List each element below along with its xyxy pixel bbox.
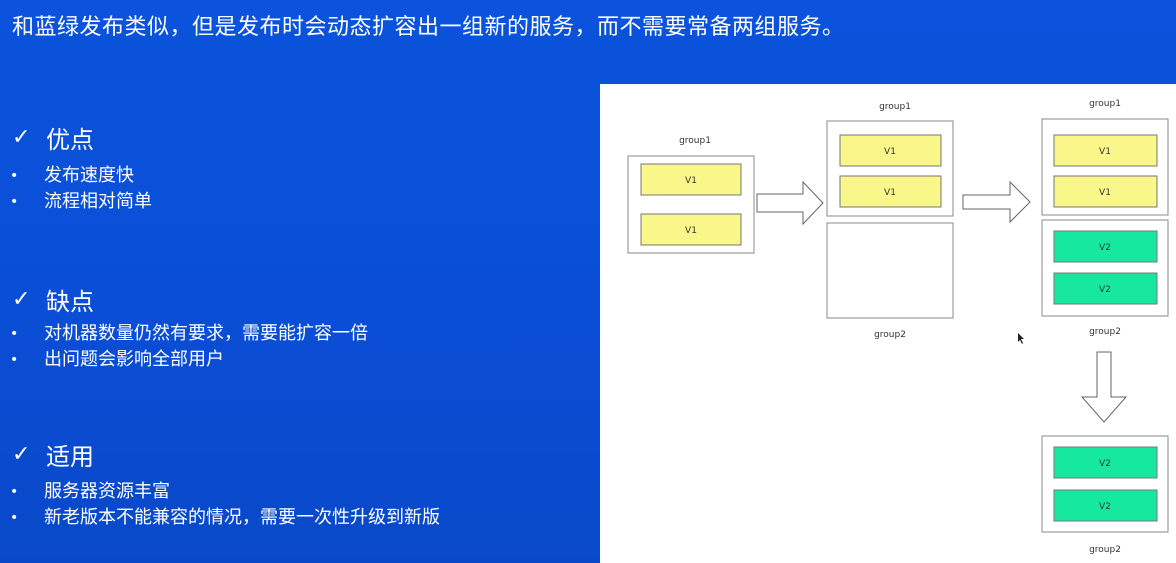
stage1-group1: group1 V1 V1 [627,136,755,254]
stage2-group2-label: group2 [874,330,906,340]
stage4-group2-label: group2 [1089,545,1121,555]
stage4-v2-bar-a [1053,446,1158,479]
stage4-group2: V2 V2 group2 [1041,435,1169,555]
stage2-v1-b-label: V1 [884,188,896,198]
section-title-cons-label: 缺点 [46,288,94,316]
stage3-v1-bar-a [1053,134,1158,167]
bullet-icon: • [10,326,19,342]
section-title-pros-label: 优点 [46,126,94,154]
stage3-group2-label: group2 [1089,327,1121,337]
list-item-text: 发布速度快 [44,165,134,186]
pros-list: • 发布速度快 • 流程相对简单 [10,163,152,215]
list-item-text: 出问题会影响全部用户 [44,349,224,370]
bullet-icon: • [10,352,19,368]
section-title-applicable: ✓ 适用 [12,437,94,472]
stage3-v1-bar-b [1053,175,1158,208]
list-item-text: 服务器资源丰富 [44,481,170,502]
section-title-pros: ✓ 优点 [12,120,94,155]
list-item: • 对机器数量仍然有要求，需要能扩容一倍 [10,321,368,347]
list-item-text: 对机器数量仍然有要求，需要能扩容一倍 [44,323,368,344]
right-arrow-icon [756,180,824,226]
slide-headline: 和蓝绿发布类似，但是发布时会动态扩容出一组新的服务，而不需要常备两组服务。 [12,15,845,40]
stage1-group1-label: group1 [679,136,711,146]
list-item-text: 新老版本不能兼容的情况，需要一次性升级到新版 [44,507,440,528]
list-item: • 服务器资源丰富 [10,479,440,505]
list-item: • 发布速度快 [10,163,152,189]
diagram-canvas: group1 V1 V1 group1 V1 V1 group2 group1 [627,99,1169,555]
applicable-list: • 服务器资源丰富 • 新老版本不能兼容的情况，需要一次性升级到新版 [10,479,440,531]
stage3-v1-a-label: V1 [1099,147,1111,157]
checkmark-icon: ✓ [12,287,31,312]
stage2-v1-bar-a [839,134,942,167]
stage3-v2-bar-a [1053,230,1158,263]
stage4-v2-a-label: V2 [1099,459,1111,469]
bullet-icon: • [10,484,19,500]
stage2-v1-a-label: V1 [884,147,896,157]
bullet-icon: • [10,168,19,184]
stage1-v1-bar-a [640,163,742,196]
stage1-v1-bar-b [640,213,742,246]
deployment-diagram: group1 V1 V1 group1 V1 V1 group2 group1 [600,84,1176,563]
stage2-groups: group1 V1 V1 group2 [826,102,954,340]
cons-list: • 对机器数量仍然有要求，需要能扩容一倍 • 出问题会影响全部用户 [10,321,368,373]
stage3-v2-bar-b [1053,272,1158,305]
cursor-icon [1018,333,1024,344]
list-item: • 流程相对简单 [10,189,152,215]
stage4-v2-b-label: V2 [1099,502,1111,512]
down-arrow-icon [1080,351,1128,423]
list-item: • 出问题会影响全部用户 [10,347,368,373]
right-arrow-icon [962,180,1031,224]
stage3-group1-label: group1 [1089,99,1121,109]
stage2-group2-box [826,222,954,319]
checkmark-icon: ✓ [12,442,31,467]
bullet-icon: • [10,194,19,210]
stage2-v1-bar-b [839,175,942,208]
list-item: • 新老版本不能兼容的情况，需要一次性升级到新版 [10,505,440,531]
checkmark-icon: ✓ [12,125,31,150]
stage3-v2-b-label: V2 [1099,285,1111,295]
bullet-icon: • [10,510,19,526]
stage4-v2-bar-b [1053,489,1158,522]
section-title-cons: ✓ 缺点 [12,282,94,317]
stage3-v1-b-label: V1 [1099,188,1111,198]
stage1-v1-a-label: V1 [685,176,697,186]
section-title-applicable-label: 适用 [46,443,94,471]
stage1-v1-b-label: V1 [685,226,697,236]
stage3-groups: group1 V1 V1 V2 V2 group2 [1041,99,1169,337]
stage3-v2-a-label: V2 [1099,243,1111,253]
stage2-group1-label: group1 [879,102,911,112]
list-item-text: 流程相对简单 [44,191,152,212]
